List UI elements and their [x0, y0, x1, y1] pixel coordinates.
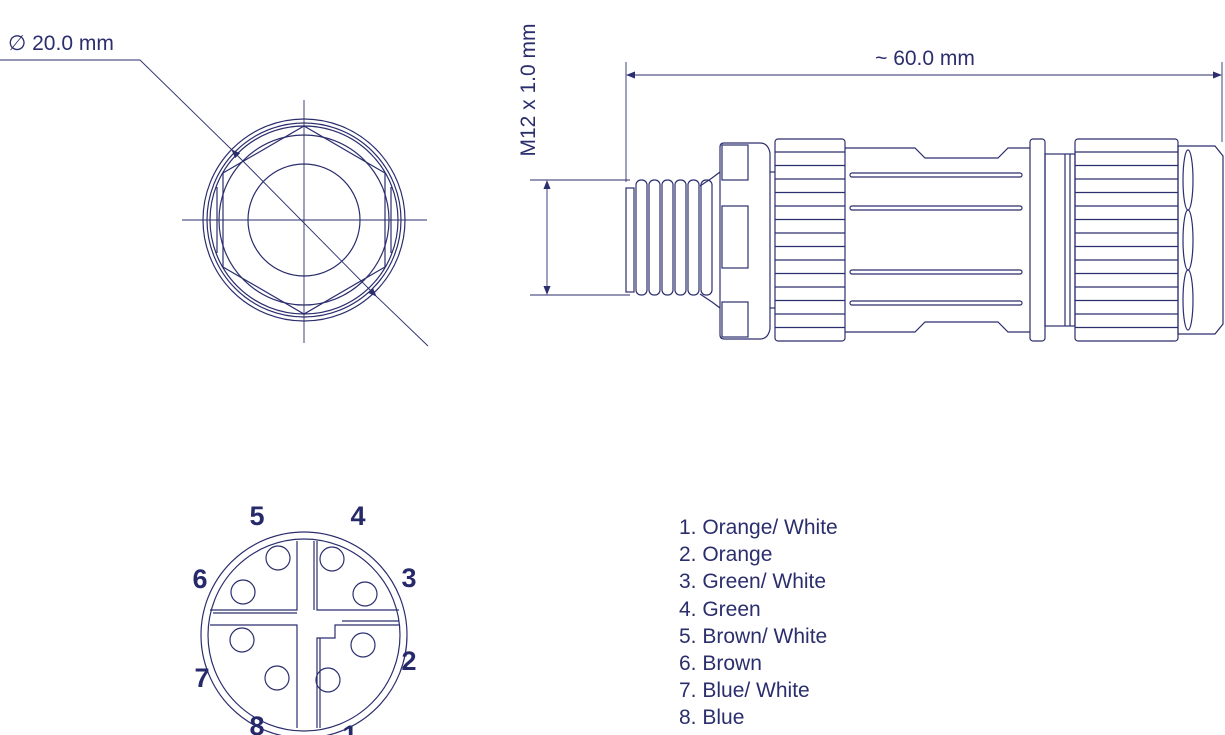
pin-label-1: 1	[342, 720, 357, 735]
legend-item: 1. Orange/ White	[679, 516, 838, 539]
length-label: ~ 60.0 mm	[875, 47, 975, 70]
pin-label-6: 6	[192, 564, 207, 594]
pin-label-8: 8	[249, 711, 264, 735]
length-dimension: ~ 60.0 mm	[625, 47, 1223, 182]
pin-diagram: 1 2 3 4 5 6 7 8	[192, 501, 417, 735]
thread-dimension: M12 x 1.0 mm	[517, 23, 630, 296]
side-view	[625, 138, 1224, 342]
diameter-dimension: ∅ 20.0 mm	[0, 32, 429, 347]
legend-item: 8. Blue	[679, 706, 745, 730]
legend-item: 5. Brown/ White	[679, 624, 828, 648]
legend-item: 6. Brown	[679, 652, 762, 676]
pin-label-7: 7	[194, 663, 209, 693]
legend-item: 7. Blue/ White	[679, 679, 810, 703]
pin-label-5: 5	[249, 501, 264, 531]
legend-item: 3. Green/ White	[679, 570, 827, 594]
front-view	[182, 100, 427, 343]
thread-label: M12 x 1.0 mm	[517, 23, 540, 156]
pin-label-3: 3	[401, 563, 416, 593]
legend-item: 4. Green	[679, 597, 761, 621]
pin-label-2: 2	[401, 646, 416, 676]
wire-color-legend: 1. Orange/ White 2. Orange 3. Green/ Whi…	[679, 514, 838, 732]
diameter-label: ∅ 20.0 mm	[8, 32, 114, 55]
legend-item: 2. Orange	[679, 543, 773, 567]
pin-label-4: 4	[350, 501, 365, 531]
